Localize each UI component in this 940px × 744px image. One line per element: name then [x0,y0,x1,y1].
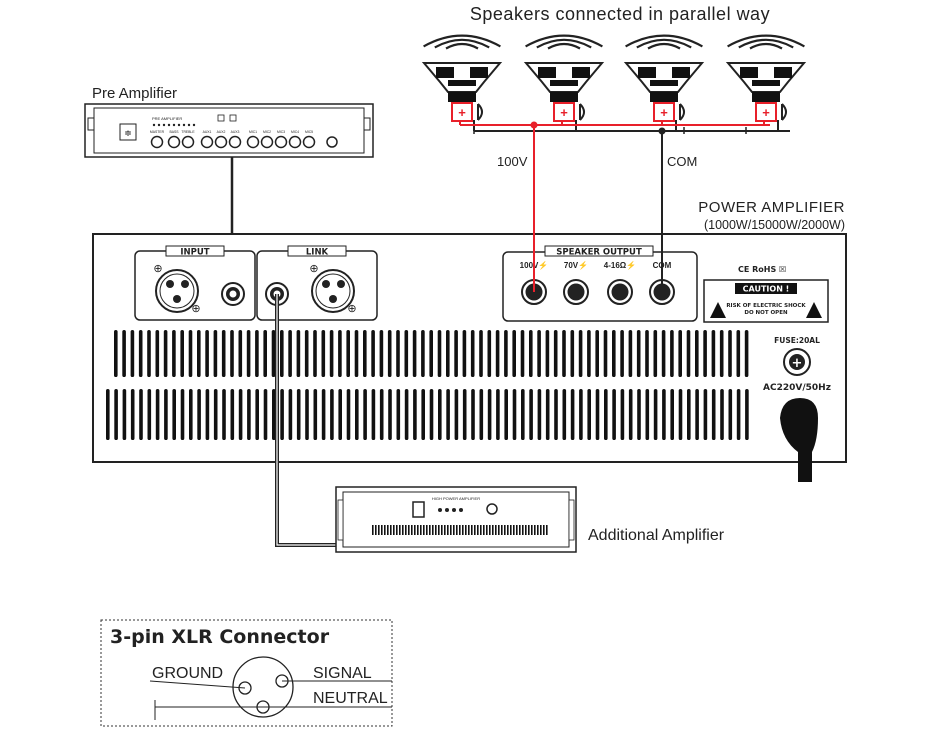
speaker-plus-terminal [653,102,675,122]
sound-wave-icon [536,38,592,49]
pre-amp-knob [167,135,181,149]
caution-label: CAUTION ! RISK OF ELECTRIC SHOCK DO NOT … [703,279,829,323]
wire-label-com: COM [667,154,697,169]
power-amplifier-subtitle: (1000W/15000W/2000W) [704,218,845,232]
pre-amp-knob-label: MIC4 [291,130,299,134]
pre-amp-knob-label: MIC2 [263,130,271,134]
speaker-terminal-label: 70V⚡ [564,260,588,270]
plus-icon: + [660,105,668,120]
sound-wave-icon [434,38,490,49]
sound-wave-icon [727,34,805,48]
speaker: + [725,34,807,131]
certification-marks: CE RoHS ☒ [738,265,786,274]
pre-amp-knob [228,135,242,149]
pre-amp-panel-text: PRE AMPLIFIER [152,116,182,121]
pre-amp-knob [246,135,260,149]
speaker: + [623,34,705,131]
xlr-title: 3-pin XLR Connector [110,626,330,648]
sound-wave-icon [525,34,603,48]
svg-text:⊕: ⊕ [309,263,318,275]
speaker-output-label: SPEAKER OUTPUT [556,248,642,258]
plus-icon: + [762,105,770,120]
svg-text:⊕: ⊕ [347,303,356,315]
speaker-minus-terminal [679,103,685,121]
svg-text:+: + [792,356,803,371]
warning-triangle-icon [710,302,726,318]
pre-amp-knob [214,135,228,149]
pre-amp-knob-label: MASTER [150,130,165,134]
speaker-minus-terminal [477,103,483,121]
pre-amp-knob-label: TREBLE [181,130,195,134]
caution-line-1: RISK OF ELECTRIC SHOCK [726,303,806,309]
caution-title: CAUTION ! [743,285,790,294]
plus-icon: + [560,105,568,120]
speaker: + [421,34,503,131]
pre-amp-power-knob [326,136,338,148]
pre-amp-knob [260,135,274,149]
speakers-title: Speakers connected in parallel way [470,4,770,24]
pre-amp-knob [302,135,316,149]
xlr-connector-inset: 3-pin XLR Connector GROUND SIGNAL NEUTRA… [100,619,393,727]
pre-amp-knob [200,135,214,149]
pre-amp-knob [181,135,195,149]
sound-wave-icon [445,42,479,50]
plus-icon: + [458,105,466,120]
sound-wave-icon [738,38,794,49]
link-label: LINK [306,248,329,258]
pre-amp-knob [150,135,164,149]
pre-amp-knob-label: MIC1 [249,130,257,134]
power-amplifier-rear-panel: INPUT LINK ⊕ ⊕ ⊕ ⊕ [92,233,847,463]
additional-amplifier-label: Additional Amplifier [588,527,725,544]
pre-amp-knob-label: AUX3 [231,130,240,134]
svg-text:≑: ≑ [124,128,132,138]
sound-wave-icon [647,42,681,50]
sound-wave-icon [636,38,692,49]
speaker-terminal-label: 4-16Ω⚡ [604,260,636,270]
wire-label-100v: 100V [497,154,528,169]
sound-wave-icon [625,34,703,48]
warning-triangle-icon [806,302,822,318]
additional-amp-panel-text: HIGH POWER AMPLIFIER [432,496,480,501]
pre-amp-knob-label: MIC3 [277,130,285,134]
speaker-plus-terminal [553,102,575,122]
sound-wave-icon [749,42,783,50]
pre-amp-knob [274,135,288,149]
pre-amp-knob [288,135,302,149]
caution-line-2: DO NOT OPEN [744,310,788,316]
speaker-plus-terminal [755,102,777,122]
xlr-ground-label: GROUND [152,665,223,682]
ac-power-label: AC220V/50Hz [763,383,831,393]
xlr-neutral-label: NEUTRAL [313,690,388,707]
link-xlr-socket: ⊕ ⊕ [309,263,356,315]
fuse-holder: + [783,348,811,376]
input-xlr-socket: ⊕ ⊕ [153,263,200,315]
speaker-group: + + + + [421,34,807,134]
speaker-plus-terminal [451,102,473,122]
xlr-signal-label: SIGNAL [313,665,372,682]
power-cord [780,398,818,482]
pre-amp-knob-label: BASS [169,130,179,134]
additional-amplifier-unit: HIGH POWER AMPLIFIER [335,486,577,553]
speaker-minus-terminal [579,103,585,121]
sound-wave-icon [423,34,501,48]
pre-amp-knob-label: AUX1 [203,130,212,134]
ventilation-slots [106,330,749,440]
fuse-label: FUSE:20AL [774,336,820,345]
speaker: + [523,34,605,131]
pre-amp-knob-label: AUX2 [217,130,226,134]
speaker-minus-terminal [781,103,787,121]
sound-wave-icon [547,42,581,50]
power-amplifier-title: POWER AMPLIFIER [698,199,845,216]
input-jack-socket [221,282,245,306]
pre-amp-knob-label: MIC5 [305,130,313,134]
svg-text:⊕: ⊕ [153,263,162,275]
pre-amplifier-label: Pre Amplifier [92,85,177,102]
svg-text:⊕: ⊕ [191,303,200,315]
input-label: INPUT [180,248,209,258]
